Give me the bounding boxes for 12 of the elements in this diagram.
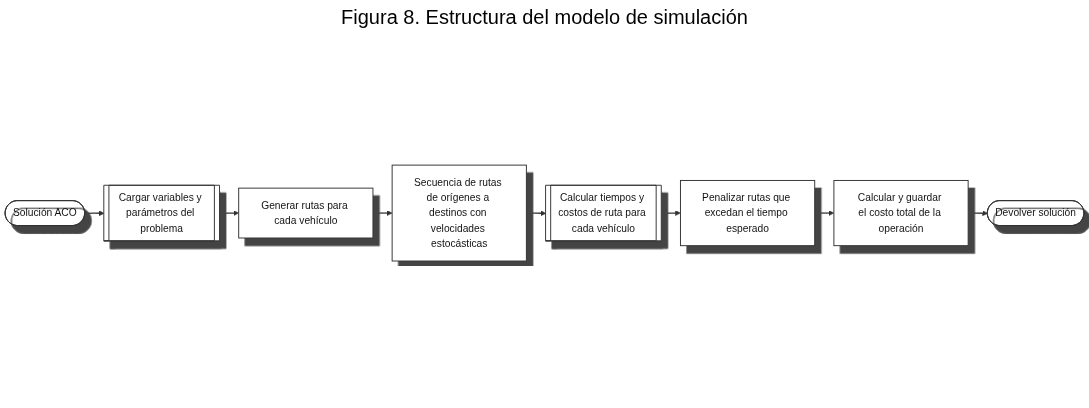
node-box: Penalizar rutas que excedan el tiempo esperado xyxy=(680,179,816,247)
node-box: Calcular y guardar el costo total de la operación xyxy=(833,179,969,247)
arrow xyxy=(84,210,105,216)
arrow xyxy=(814,210,835,216)
arrow xyxy=(525,210,547,216)
arrow xyxy=(372,210,393,216)
arrow xyxy=(219,210,239,216)
node-box: Generar rutas para cada vehículo xyxy=(238,187,374,239)
arrow xyxy=(660,210,681,216)
node-box: Secuencia de rutas de orígenes a destinos con velocidades estocásticas xyxy=(391,164,527,262)
arrow xyxy=(967,210,988,216)
diagram-title: Figura 8. Estructura del modelo de simulación xyxy=(340,6,749,29)
